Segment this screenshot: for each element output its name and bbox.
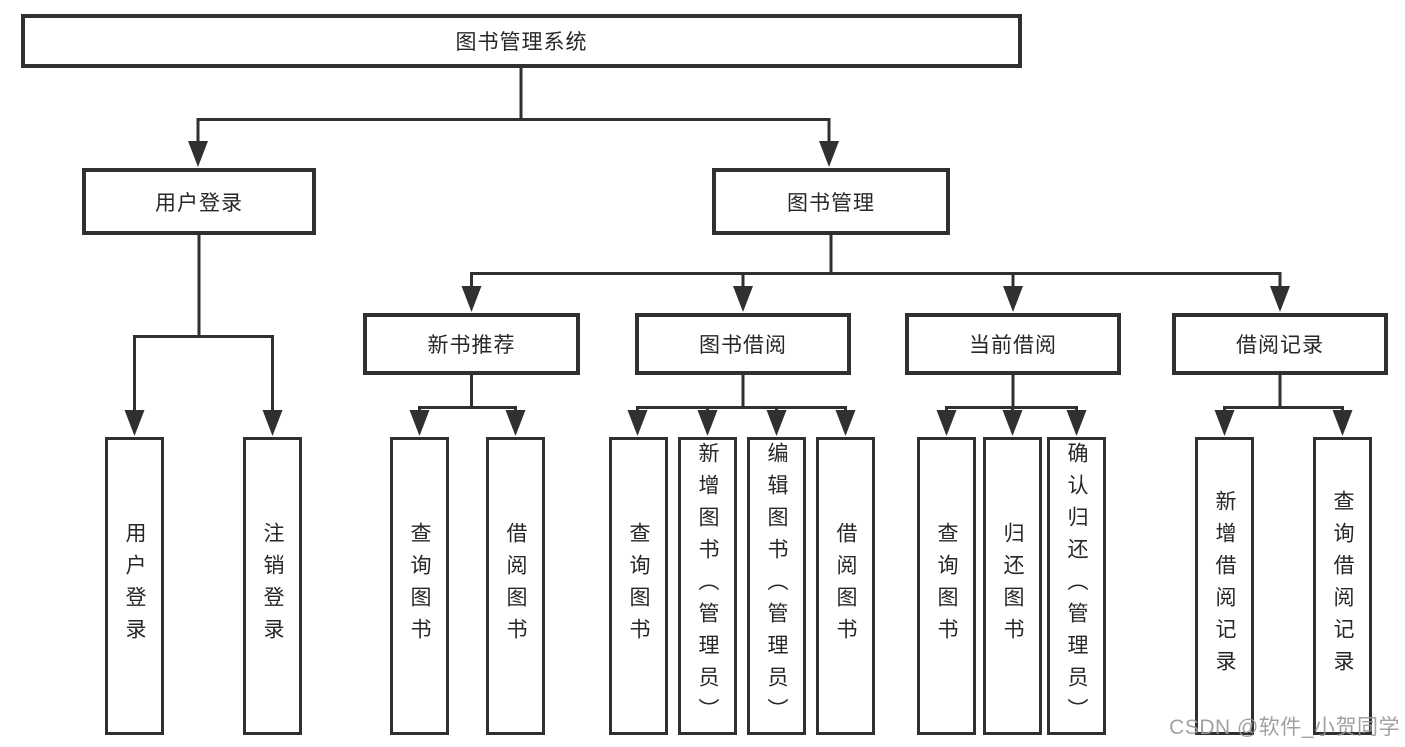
node-user-login: 用户登录 (82, 168, 316, 235)
leaf-confirm-return-admin: 确认归还（管理员） (1047, 437, 1106, 735)
leaf-query-books-3: 查询图书 (917, 437, 976, 735)
leaf-query-borrow-record: 查询借阅记录 (1313, 437, 1372, 735)
node-book-management: 图书管理 (712, 168, 950, 235)
node-book-borrowing: 图书借阅 (635, 313, 851, 375)
leaf-return-books: 归还图书 (983, 437, 1042, 735)
leaf-add-books-admin: 新增图书（管理员） (678, 437, 737, 735)
leaf-query-books-1: 查询图书 (390, 437, 449, 735)
node-current-borrowing: 当前借阅 (905, 313, 1121, 375)
leaf-borrow-books-2: 借阅图书 (816, 437, 875, 735)
leaf-logout: 注销登录 (243, 437, 302, 735)
leaf-add-borrow-record: 新增借阅记录 (1195, 437, 1254, 735)
leaf-edit-books-admin: 编辑图书（管理员） (747, 437, 806, 735)
leaf-query-books-2: 查询图书 (609, 437, 668, 735)
csdn-watermark: CSDN @软件_小贺同学 (1169, 716, 1400, 739)
node-new-book-recommend: 新书推荐 (363, 313, 580, 375)
node-root-system: 图书管理系统 (21, 14, 1022, 68)
leaf-user-login: 用户登录 (105, 437, 164, 735)
node-borrowing-records: 借阅记录 (1172, 313, 1388, 375)
arrowhead-group (124, 141, 1353, 436)
leaf-borrow-books-1: 借阅图书 (486, 437, 545, 735)
